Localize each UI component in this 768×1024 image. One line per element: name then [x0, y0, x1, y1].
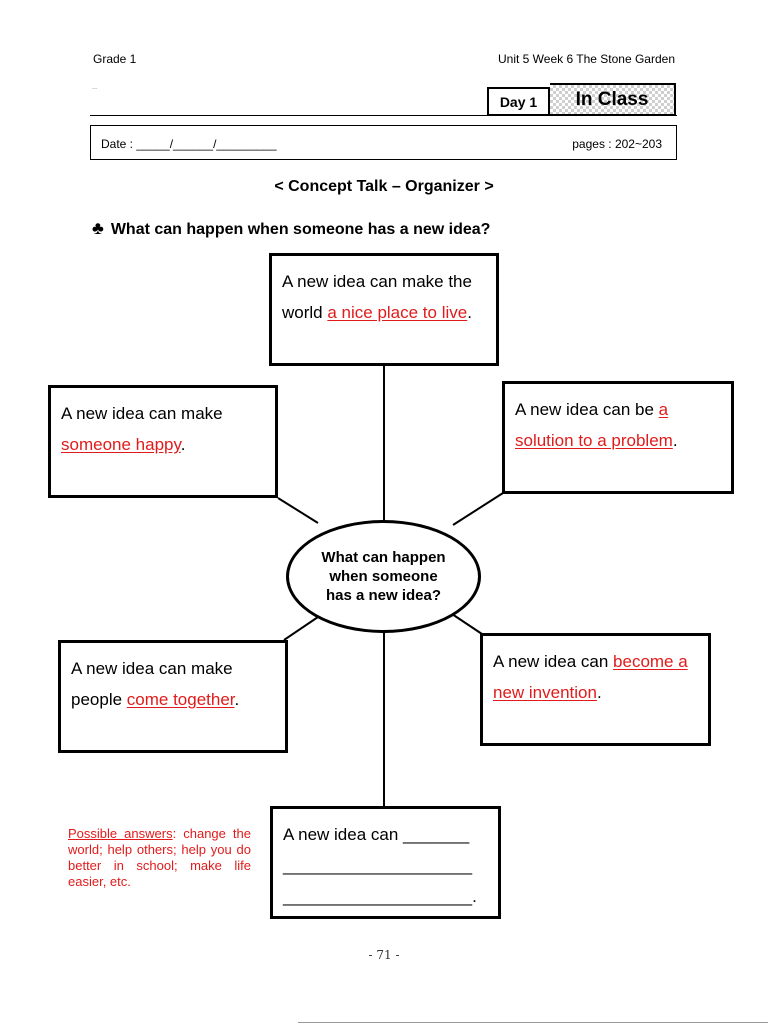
- connector-lower-right: [451, 613, 483, 635]
- box-answer: become a new invention: [493, 652, 688, 702]
- pages-label: pages : 202~203: [572, 137, 662, 151]
- connector-upper-left: [277, 497, 319, 524]
- box-answer: come together: [126, 690, 235, 709]
- question-text: What can happen when someone has a new i…: [110, 221, 491, 238]
- center-question-text: What can happen when someone has a new i…: [321, 549, 446, 604]
- box-prefix: A new idea can be: [515, 400, 659, 419]
- guiding-question: ♣ What can happen when someone has a new …: [92, 218, 490, 239]
- idea-box-upper-right: A new idea can be a solution to a proble…: [502, 381, 734, 494]
- idea-box-top: A new idea can make the world a nice pla…: [269, 253, 499, 366]
- possible-answers-note: Possible answers: change the world; help…: [68, 826, 251, 890]
- box-answer: a nice place to live: [327, 303, 468, 322]
- possible-answers-label: Possible answers: [68, 826, 173, 841]
- page-edge-line: [298, 1022, 768, 1023]
- box-suffix: .: [467, 303, 472, 322]
- box-suffix: .: [672, 431, 678, 450]
- idea-box-bottom: A new idea can _______ _________________…: [270, 806, 501, 919]
- page-number: - 71 -: [368, 948, 400, 962]
- header-mark: ~~~: [92, 86, 98, 90]
- club-bullet-icon: ♣: [92, 218, 104, 238]
- possible-answers-text: : change the world; help others; help yo…: [68, 826, 252, 889]
- idea-box-upper-left: A new idea can make someone happy.: [48, 385, 278, 498]
- unit-label: Unit 5 Week 6 The Stone Garden: [498, 52, 675, 66]
- idea-box-lower-left: A new idea can make people come together…: [58, 640, 288, 753]
- box-suffix: .: [596, 683, 602, 702]
- session-label: In Class: [575, 88, 649, 110]
- day-badge: Day 1: [487, 87, 550, 116]
- box-prefix: A new idea can make people: [71, 659, 233, 709]
- blank-line-3: ____________________.: [283, 887, 477, 906]
- date-field: Date : _____/______/_________: [101, 137, 277, 151]
- center-question-oval: What can happen when someone has a new i…: [286, 520, 481, 633]
- box-prefix: A new idea can make the world: [282, 272, 472, 322]
- box-suffix: .: [180, 435, 186, 454]
- idea-box-lower-right: A new idea can become a new invention.: [480, 633, 711, 746]
- blank-line-2: ____________________: [283, 856, 473, 875]
- grade-label: Grade 1: [93, 52, 137, 66]
- blank-line-1: A new idea can _______: [283, 825, 470, 844]
- box-answer: a solution to a problem: [515, 400, 673, 450]
- box-prefix: A new idea can make: [61, 404, 223, 423]
- connector-upper-right: [452, 492, 504, 526]
- box-answer: someone happy: [61, 435, 181, 454]
- box-suffix: .: [234, 690, 240, 709]
- box-prefix: A new idea can: [493, 652, 614, 671]
- day-label: Day 1: [499, 93, 538, 110]
- page-title: < Concept Talk – Organizer >: [274, 178, 494, 195]
- header-rule: [90, 115, 677, 116]
- connector-lower-left: [283, 616, 319, 641]
- date-pages-box: Date : _____/______/_________ pages : 20…: [90, 125, 677, 160]
